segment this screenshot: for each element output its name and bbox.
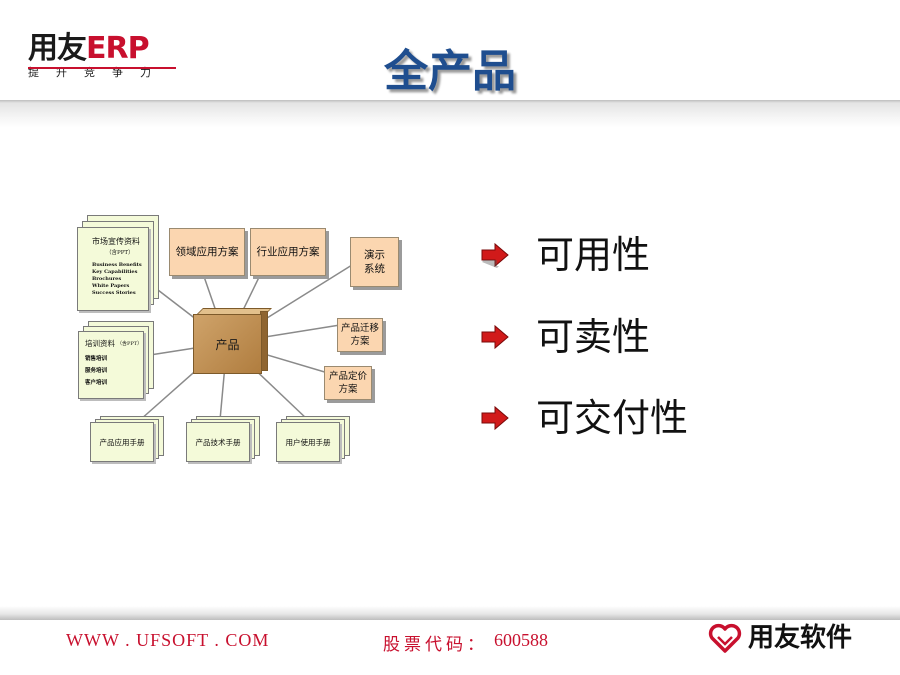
training-item: 销售培训	[85, 356, 108, 362]
user-manual-doc: 用户使用手册	[276, 422, 340, 462]
ufida-brand-logo: 用友软件	[708, 622, 852, 654]
demo-system-box: 演示 系统	[350, 237, 399, 287]
app-manual-doc: 产品应用手册	[90, 422, 154, 462]
logo-main-text: 用友	[28, 31, 87, 66]
bullet-item: 可用性	[480, 233, 650, 277]
user-manual-label: 用户使用手册	[285, 437, 331, 447]
tech-manual-doc: 产品技术手册	[186, 422, 250, 462]
header-band	[0, 100, 900, 128]
red-arrow-icon	[481, 405, 509, 431]
industry-solution-box: 行业应用方案	[250, 228, 326, 276]
marketing-item: Brochures	[92, 276, 122, 282]
brand-name: 用友软件	[748, 623, 853, 653]
marketing-item: Business Benefits	[92, 262, 142, 268]
red-arrow-icon	[481, 324, 509, 350]
training-items: 销售培训 服务培训 客户培训	[85, 353, 107, 389]
logo-wordmark: 用友ERP	[28, 32, 168, 66]
footer-website: WWW . UFSOFT . COM	[66, 630, 270, 650]
tech-manual-label: 产品技术手册	[195, 437, 241, 447]
migration-line1: 产品迁移	[340, 323, 379, 334]
red-arrow-icon	[481, 242, 509, 268]
marketing-subtitle: （含PPT）	[106, 250, 134, 256]
bullet-text: 可用性	[536, 233, 651, 277]
training-item: 客户培训	[85, 380, 108, 386]
training-subtitle: （含PPT）	[117, 341, 143, 347]
heart-logo-icon	[708, 623, 742, 653]
marketing-item: Key Capabilities	[92, 269, 138, 275]
page-title: 全产品	[384, 46, 516, 97]
training-item: 服务培训	[85, 368, 108, 374]
logo-erp-text: ERP	[86, 31, 150, 66]
logo-underline	[28, 67, 176, 69]
ufida-erp-logo: 用友ERP 提升竞争力	[28, 32, 168, 80]
footer-stock-code: 600588	[494, 630, 548, 650]
domain-solution-box: 领域应用方案	[169, 228, 245, 276]
pricing-line1: 产品定价	[328, 371, 367, 382]
logo-slogan: 提升竞争力	[28, 66, 168, 79]
marketing-items: Business Benefits Key Capabilities Broch…	[92, 262, 142, 297]
footer-stock-label: 股票代码：	[383, 635, 488, 655]
app-manual-label: 产品应用手册	[99, 437, 145, 447]
marketing-title: 市场宣传资料	[92, 237, 140, 246]
footer-band	[0, 606, 900, 620]
demo-line2: 系统	[364, 263, 385, 275]
product-diagram: 市场宣传资料 （含PPT） Business Benefits Key Capa…	[60, 205, 420, 475]
bullet-text: 可卖性	[536, 315, 651, 359]
bullet-item: 可交付性	[480, 396, 688, 440]
migration-line2: 方案	[350, 336, 370, 347]
marketing-item: White Papers	[92, 283, 130, 289]
demo-line1: 演示	[364, 249, 385, 261]
bullet-text: 可交付性	[536, 396, 689, 440]
bullet-item: 可卖性	[480, 315, 650, 359]
pricing-line2: 方案	[338, 384, 358, 395]
migration-box: 产品迁移 方案	[337, 318, 383, 352]
training-title: 培训资料	[85, 339, 115, 348]
training-doc: 培训资料 （含PPT） 销售培训 服务培训 客户培训	[78, 331, 144, 399]
marketing-doc: 市场宣传资料 （含PPT） Business Benefits Key Capa…	[77, 227, 149, 311]
product-cube: 产品	[193, 314, 262, 374]
pricing-box: 产品定价 方案	[324, 366, 372, 400]
marketing-item: Success Stories	[92, 290, 136, 296]
